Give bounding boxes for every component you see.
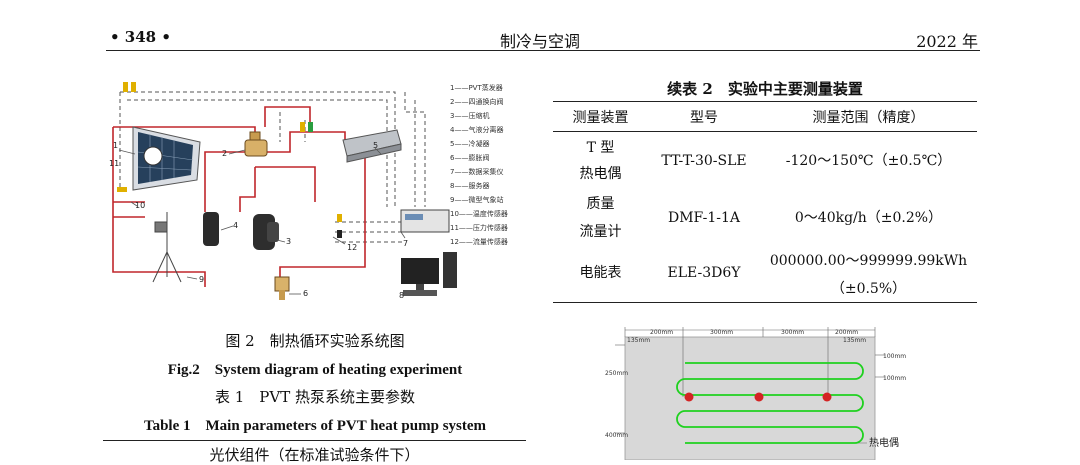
heating-system-diagram: 1 2 3 4 5 6 7 8 9 10 11 12 1——PVT蒸发器 2——… — [105, 72, 535, 312]
table-cell: 000000.00～999999.99kWh — [769, 253, 968, 269]
data-logger-icon — [400, 209, 450, 233]
dim-label: 135mm — [627, 337, 650, 344]
table2: 测量装置 型号 测量范围（精度） T 型 热电偶 TT-T-30-SLE -12… — [553, 104, 977, 304]
table-cell: 电能表 — [579, 265, 622, 281]
table2-header-model: 型号 — [690, 110, 718, 126]
legend-item: 9——微型气象站 — [450, 195, 503, 204]
pvt-evaporator-icon — [132, 126, 201, 191]
expansion-valve-icon — [274, 276, 290, 300]
coil-path — [676, 362, 864, 444]
legend-item: 6——膨胀阀 — [450, 153, 489, 162]
thermocouple-point — [822, 392, 832, 402]
dim-label: 400mm — [605, 432, 628, 439]
table-cell: 流量计 — [579, 224, 622, 240]
dim-label: 100mm — [883, 375, 906, 382]
table-cell: TT-T-30-SLE — [661, 153, 747, 169]
condenser-icon — [342, 129, 402, 163]
table1-title-cn: 表 1 PVT 热泵系统主要参数 — [214, 388, 415, 406]
table2-header-device: 测量装置 — [572, 110, 629, 126]
callout-5: 5 — [373, 141, 378, 150]
table-cell: 0～40kg/h（±0.2%） — [794, 210, 943, 226]
thermocouple-label: 热电偶 — [869, 436, 899, 449]
legend-item: 11——压力传感器 — [450, 223, 508, 232]
dim-label: 135mm — [843, 337, 866, 344]
table-cell: 热电偶 — [579, 166, 622, 182]
callout-6: 6 — [303, 289, 308, 298]
callout-numbers: 1 2 3 4 5 6 7 8 9 10 11 12 — [109, 141, 408, 300]
computer-icon — [401, 252, 457, 296]
thermocouple-point — [684, 392, 694, 402]
callout-9: 9 — [199, 275, 204, 284]
legend-item: 8——服务器 — [450, 181, 489, 190]
dim-label: 250mm — [605, 370, 628, 377]
signal-lines — [119, 91, 426, 243]
dim-label: 200mm — [650, 329, 673, 336]
weather-station-icon — [152, 212, 182, 283]
table2-top-rule — [553, 101, 977, 102]
diagram-svg: 1 2 3 4 5 6 7 8 9 10 11 12 1——PVT蒸发器 2——… — [109, 82, 508, 300]
callout-7: 7 — [403, 239, 408, 248]
callout-11: 11 — [109, 159, 119, 168]
legend-item: 3——压缩机 — [450, 111, 489, 120]
callout-12: 12 — [347, 243, 357, 252]
callout-3: 3 — [286, 237, 291, 246]
table-cell: （±0.5%） — [830, 281, 907, 297]
table-cell: ELE-3D6Y — [667, 265, 741, 281]
table2-title: 续表 2 实验中主要测量装置 — [667, 80, 863, 98]
journal-name: 制冷与空调 — [499, 32, 580, 51]
legend-item: 1——PVT蒸发器 — [450, 83, 503, 92]
dim-label: 300mm — [710, 329, 733, 336]
table1-top-rule — [103, 440, 526, 441]
callout-10: 10 — [135, 201, 145, 210]
figure-caption-en: Fig.2 System diagram of heating experime… — [167, 362, 463, 378]
table1-first-row: 光伏组件（在标准试验条件下） — [209, 446, 420, 464]
callout-1: 1 — [113, 141, 118, 150]
table-cell: T 型 — [586, 140, 615, 156]
layout-svg: 200mm 300mm 300mm 200mm 135mm 135mm 100m… — [605, 327, 906, 461]
separator-icon — [203, 212, 219, 246]
table2-header-range: 测量范围（精度） — [812, 110, 925, 126]
callout-4: 4 — [233, 221, 238, 230]
table-cell: DMF-1-1A — [667, 210, 741, 226]
compressor-icon — [253, 214, 279, 250]
sensor-markers — [117, 82, 342, 238]
thermocouple-layout-figure: 200mm 300mm 300mm 200mm 135mm 135mm 100m… — [605, 325, 915, 461]
header-rule — [106, 50, 980, 51]
thermocouple-point — [754, 392, 764, 402]
legend-item: 12——流量传感器 — [450, 237, 508, 246]
page-number: • 348 • — [110, 28, 171, 46]
publication-year: 2022 年 — [916, 32, 978, 51]
legend-item: 10——温度传感器 — [450, 209, 508, 218]
table1-title-en: Table 1 Main parameters of PVT heat pump… — [143, 418, 487, 434]
legend-item: 7——数据采集仪 — [450, 167, 503, 176]
figure-caption-cn: 图 2 制热循环实验系统图 — [225, 332, 405, 350]
table2-bottom-rule — [553, 302, 977, 303]
legend-item: 4——气液分离器 — [450, 125, 503, 134]
four-way-valve-icon — [244, 131, 268, 157]
legend-item: 2——四通换向阀 — [450, 97, 503, 106]
diagram-legend: 1——PVT蒸发器 2——四通换向阀 3——压缩机 4——气液分离器 5——冷凝… — [450, 83, 508, 246]
callout-8: 8 — [399, 291, 404, 300]
callout-2: 2 — [222, 149, 227, 158]
dim-label: 300mm — [781, 329, 804, 336]
table-cell: 质量 — [586, 196, 615, 212]
dim-label: 200mm — [835, 329, 858, 336]
table-cell: -120～150℃（±0.5℃） — [785, 153, 952, 169]
legend-item: 5——冷凝器 — [450, 139, 489, 148]
dim-label: 100mm — [883, 353, 906, 360]
table2-header-rule — [553, 131, 977, 132]
callout-leaders — [118, 147, 406, 295]
